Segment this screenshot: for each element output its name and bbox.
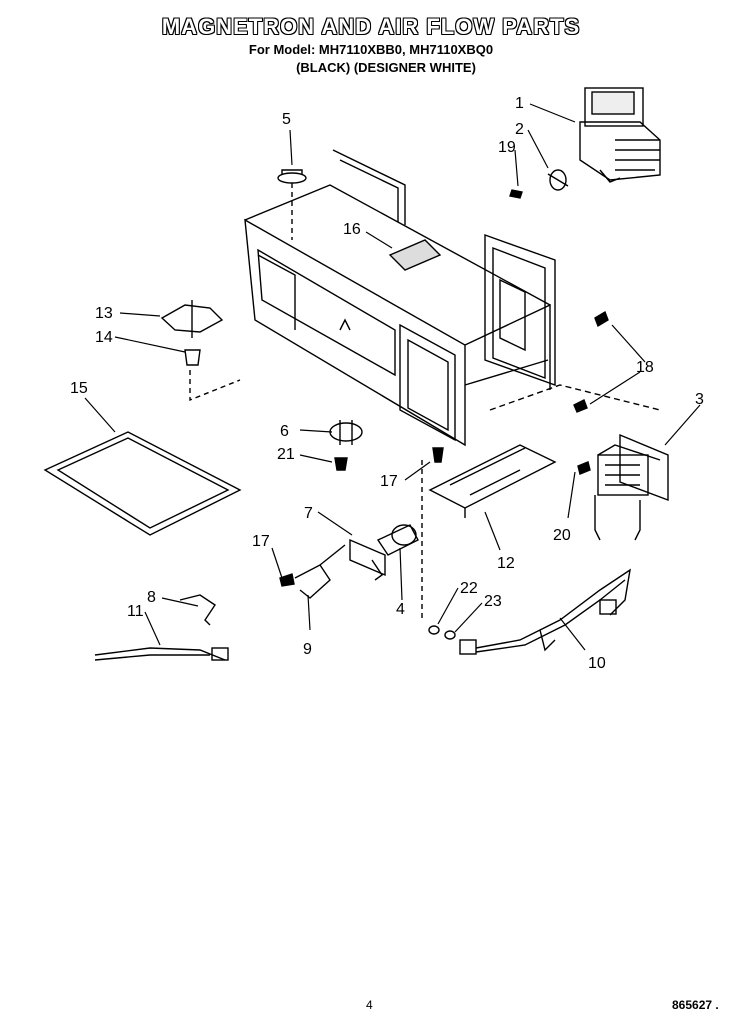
callout-1: 1 (515, 95, 524, 112)
page-number: 4 (366, 998, 373, 1012)
cabinet-frame (244, 149, 556, 447)
callout-12: 12 (497, 555, 515, 572)
wire-harness-small (94, 594, 229, 661)
callout-10: 10 (588, 655, 606, 672)
callout-19: 19 (498, 139, 516, 156)
callout-13: 13 (95, 305, 113, 322)
callout-21: 21 (277, 446, 295, 463)
callout-17-left: 17 (252, 533, 270, 550)
callout-2: 2 (515, 121, 524, 138)
callout-8: 8 (147, 589, 156, 606)
callout-14: 14 (95, 329, 113, 346)
model-line: For Model: MH7110XBB0, MH7110XBQ0 (248, 42, 494, 57)
thermal-cutout-part (509, 169, 569, 199)
grease-filter-part (43, 431, 242, 536)
page-title: MAGNETRON AND AIR FLOW PARTS (161, 14, 581, 39)
callout-leader-lines (84, 103, 701, 651)
variant-line: (BLACK) (DESIGNER WHITE) (296, 60, 476, 75)
callout-11: 11 (127, 603, 144, 620)
callout-17-center: 17 (380, 473, 398, 490)
callout-6: 6 (280, 423, 289, 440)
callout-7: 7 (304, 505, 313, 522)
mounting-bracket-part (428, 444, 557, 518)
callout-3: 3 (695, 391, 704, 408)
thermal-protector-part (277, 169, 307, 240)
transformer-part (577, 433, 669, 541)
callout-23: 23 (484, 593, 502, 610)
callout-15: 15 (70, 380, 88, 397)
figure-id: 865627 . (672, 998, 719, 1012)
screw-part-center (421, 447, 444, 620)
fan-blade-part (160, 300, 241, 402)
callout-18: 18 (636, 359, 654, 376)
callout-9: 9 (303, 641, 312, 658)
screw-parts (489, 310, 661, 413)
callout-22: 22 (460, 580, 478, 597)
callout-labels: 1 2 19 5 16 13 14 15 18 6 21 17 3 20 7 1… (70, 95, 704, 672)
capacitor-part (349, 524, 419, 581)
callout-20: 20 (553, 527, 571, 544)
callout-4: 4 (396, 601, 405, 618)
callout-5: 5 (282, 111, 291, 128)
magnetron-part (579, 87, 661, 183)
callout-16: 16 (343, 221, 361, 238)
fan-motor-part (329, 318, 363, 471)
diode-wire-part (279, 544, 346, 599)
